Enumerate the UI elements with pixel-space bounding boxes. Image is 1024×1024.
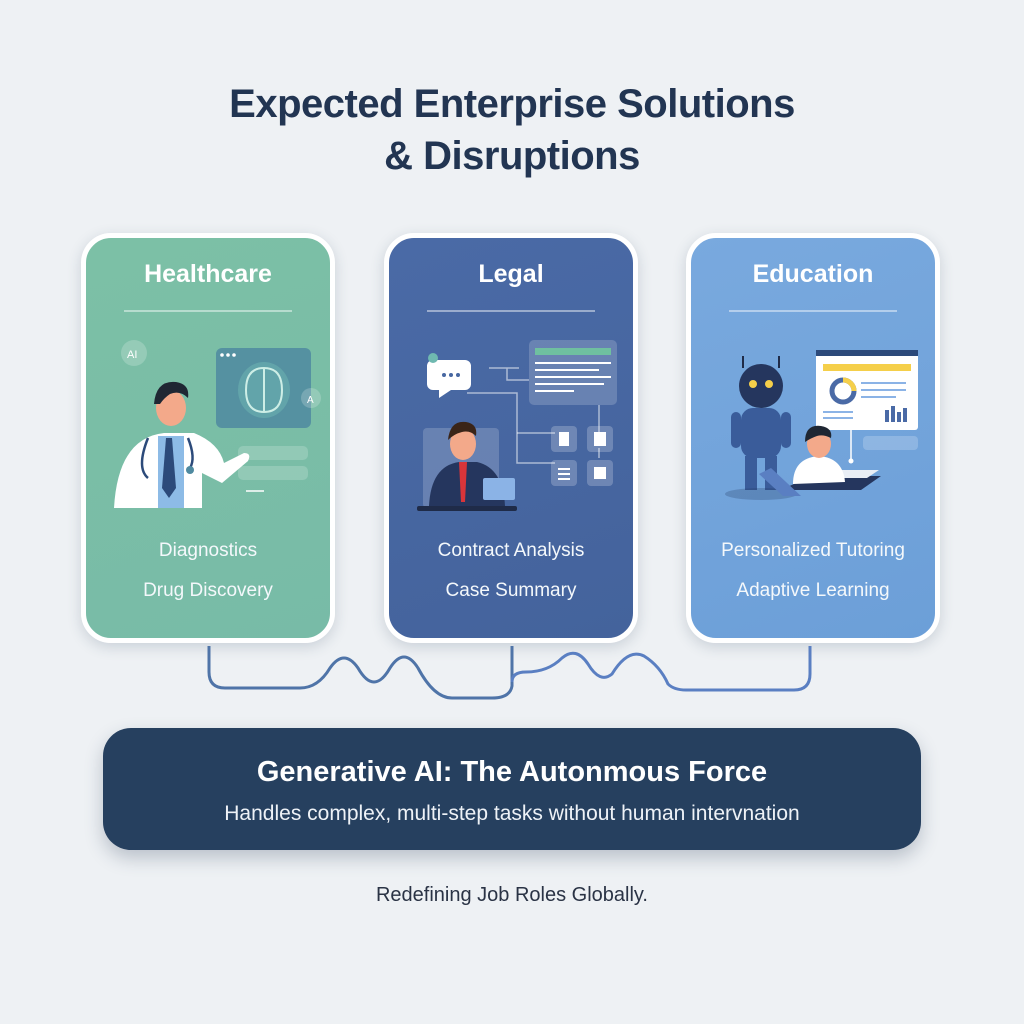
robot-tutor-icon	[725, 350, 918, 500]
svg-text:AI: AI	[127, 349, 137, 361]
banner-title: Generative AI: The Autonmous Force	[256, 756, 768, 788]
card-item: Personalized Tutoring	[721, 540, 905, 561]
card-title: Legal	[478, 260, 544, 288]
title-line-1: Expected Enterprise Solutions	[229, 82, 795, 126]
title-line-2: & Disruptions	[384, 134, 640, 178]
doctor-brain-scan-icon: AI A	[114, 340, 321, 508]
card-item: Drug Discovery	[143, 580, 273, 601]
svg-text:A: A	[307, 395, 314, 406]
card-title: Healthcare	[144, 260, 272, 288]
card-item: Diagnostics	[158, 540, 258, 561]
card-education: Education Personalized Tutoring Adaptive…	[686, 233, 940, 643]
divider	[427, 310, 595, 312]
divider	[124, 310, 292, 312]
banner-subtitle: Handles complex, multi-step tasks withou…	[224, 802, 800, 825]
divider	[729, 310, 897, 312]
card-healthcare: Healthcare AI A Diagnostics Drug Discove…	[81, 233, 335, 643]
connector-lines	[207, 646, 812, 700]
lawyer-documents-icon	[417, 340, 617, 511]
card-item: Contract Analysis	[437, 540, 585, 561]
footer-caption: Redefining Job Roles Globally.	[375, 884, 648, 906]
card-item: Adaptive Learning	[736, 580, 890, 601]
card-item: Case Summary	[445, 580, 577, 601]
page-title: Expected Enterprise Solutions & Disrupti…	[0, 78, 1024, 182]
summary-banner: Generative AI: The Autonmous Force Handl…	[103, 728, 921, 850]
card-legal: Legal Contract Analysis Case Summary	[384, 233, 638, 643]
card-title: Education	[752, 260, 874, 288]
